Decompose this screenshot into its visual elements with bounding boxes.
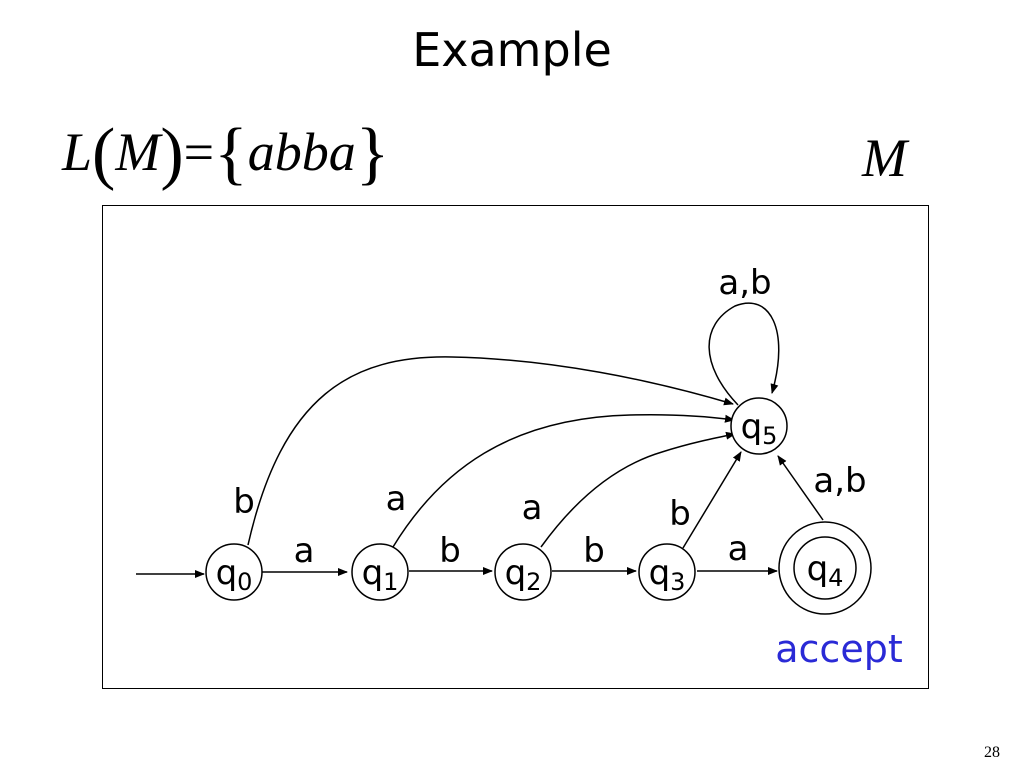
svg-text:q2: q2 [505,553,542,596]
state-symbol: q [362,553,384,593]
transition-q0-q1: a [262,531,348,576]
transition-q5-q5: a,b [708,263,780,406]
state-index: 4 [828,564,843,592]
state-q0: q0 [205,543,263,601]
transition-q1-q5: a [386,413,735,548]
svg-text:q5: q5 [741,407,778,450]
svg-text:q4: q4 [807,549,844,592]
formula-function: L [62,122,93,182]
formula-equals: = [183,122,215,182]
state-symbol: q [807,549,829,589]
transition-q2-q5: a [522,431,736,548]
state-index: 3 [670,568,685,596]
slide-title: Example [412,23,612,77]
transition-label: a,b [813,461,866,501]
state-q2: q2 [494,543,552,601]
transition-label: a [728,529,749,569]
transition-label: a [522,488,543,528]
transition-label: b [439,531,461,571]
formula-argument: M [115,122,161,182]
transition-label: b [583,531,605,571]
state-q5: q5 [730,397,788,455]
transition-q1-q2: b [409,531,493,575]
svg-text:q0: q0 [216,553,253,596]
transition-q2-q3: b [552,531,637,575]
formula-set-close: } [355,115,390,192]
state-q4-accepting: q4 [778,521,872,615]
state-q3: q3 [638,543,696,601]
state-symbol: q [505,553,527,593]
machine-label: M [862,128,907,188]
state-index: 1 [383,568,398,596]
transition-q0-q5: b [233,356,734,546]
formula-close-paren: ) [160,115,184,192]
transition-label: b [669,494,691,534]
svg-text:q1: q1 [362,553,399,596]
diagram-frame [102,205,929,689]
transition-q3-q5: b [669,451,742,549]
transition-label: a [386,479,407,519]
transition-label: a,b [718,263,771,303]
language-formula: L(M)={abba} [62,112,389,192]
formula-set-open: { [214,115,248,192]
state-symbol: q [741,407,763,447]
transition-q3-q4: a [697,529,778,575]
state-index: 0 [237,568,252,596]
state-index: 5 [762,422,777,450]
transition-label: b [233,482,255,522]
formula-open-paren: ( [92,115,116,192]
state-symbol: q [216,553,238,593]
svg-text:q3: q3 [649,553,686,596]
accept-label: accept [775,627,902,671]
state-q1: q1 [351,543,409,601]
transition-q4-q5: a,b [777,455,867,521]
formula-word: abba [247,122,356,182]
state-symbol: q [649,553,671,593]
transition-label: a [294,531,315,571]
slide-number: 28 [984,744,1000,761]
state-index: 2 [526,568,541,596]
